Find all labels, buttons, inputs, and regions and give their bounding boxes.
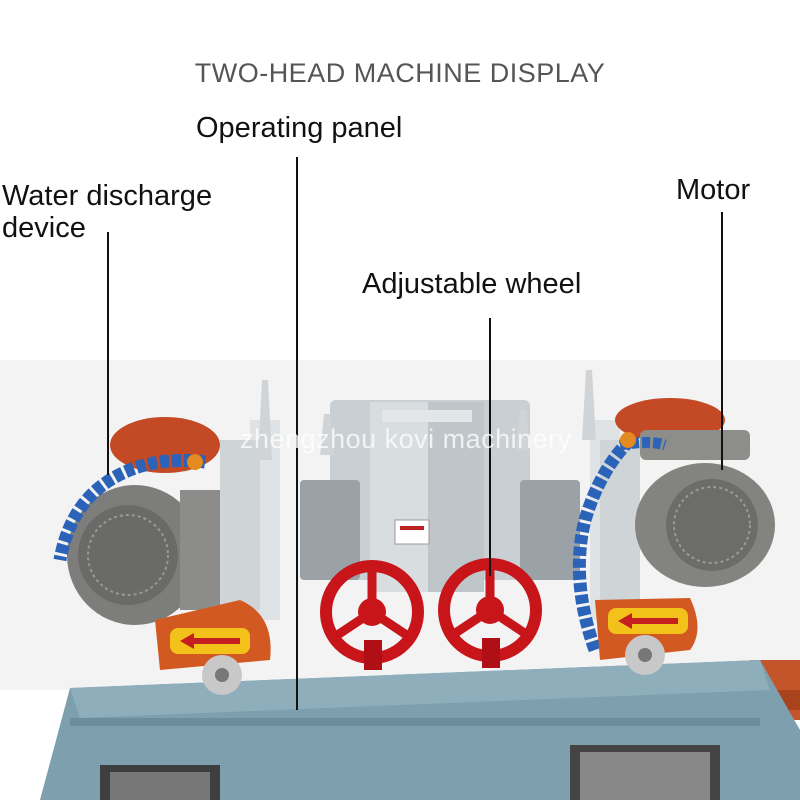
label-adjustable-wheel: Adjustable wheel	[362, 268, 582, 300]
coolant-hose-right	[572, 432, 667, 653]
label-water-discharge-device: Water discharge device	[2, 180, 212, 244]
left-blade-guard	[155, 600, 271, 695]
label-water-discharge-line2: device	[2, 212, 86, 244]
gearbox	[220, 370, 640, 620]
watermark: zhengzhou kovi machinery	[240, 424, 572, 454]
label-operating-panel: Operating panel	[196, 112, 403, 144]
label-motor: Motor	[676, 174, 751, 206]
label-water-discharge-line1: Water discharge	[2, 180, 213, 212]
machine-base	[40, 660, 800, 800]
left-hand-wheel	[320, 560, 424, 670]
right-blade-guard	[595, 598, 698, 675]
figure-title: TWO-HEAD MACHINE DISPLAY	[194, 58, 606, 88]
coolant-hose-left	[53, 454, 206, 562]
